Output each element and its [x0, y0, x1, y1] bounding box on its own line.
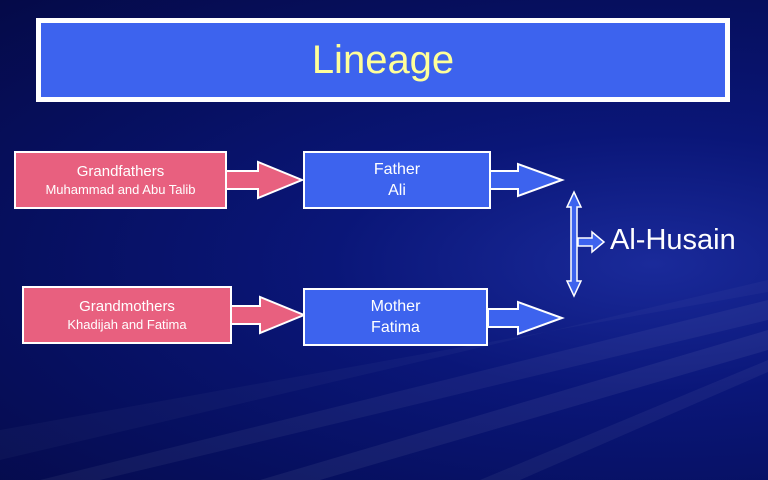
mother-name: Fatima: [371, 319, 420, 336]
father-name: Ali: [388, 182, 406, 199]
title-banner: Lineage: [36, 18, 730, 102]
arrow-to-al-husain: [577, 230, 606, 254]
arrow-father-out: [489, 162, 565, 198]
arrow-grandmothers-to-mother: [229, 295, 307, 335]
grandmothers-box: Grandmothers Khadijah and Fatima: [22, 286, 232, 344]
grandfathers-names: Muhammad and Abu Talib: [45, 181, 196, 197]
grandfathers-label: Grandfathers: [76, 162, 165, 180]
grandmothers-label: Grandmothers: [79, 297, 175, 315]
arrow-mother-out: [487, 300, 565, 336]
father-box: Father Ali: [303, 151, 491, 209]
grandfathers-box: Grandfathers Muhammad and Abu Talib: [14, 151, 227, 209]
father-label: Father: [373, 161, 421, 178]
mother-label: Mother: [370, 298, 421, 315]
grandmothers-names: Khadijah and Fatima: [67, 316, 187, 332]
page-title: Lineage: [311, 37, 455, 82]
arrow-grandfathers-to-father: [225, 160, 305, 200]
child-name: Al-Husain: [610, 224, 736, 256]
vertical-double-arrow: [565, 190, 583, 298]
mother-box: Mother Fatima: [303, 288, 488, 346]
